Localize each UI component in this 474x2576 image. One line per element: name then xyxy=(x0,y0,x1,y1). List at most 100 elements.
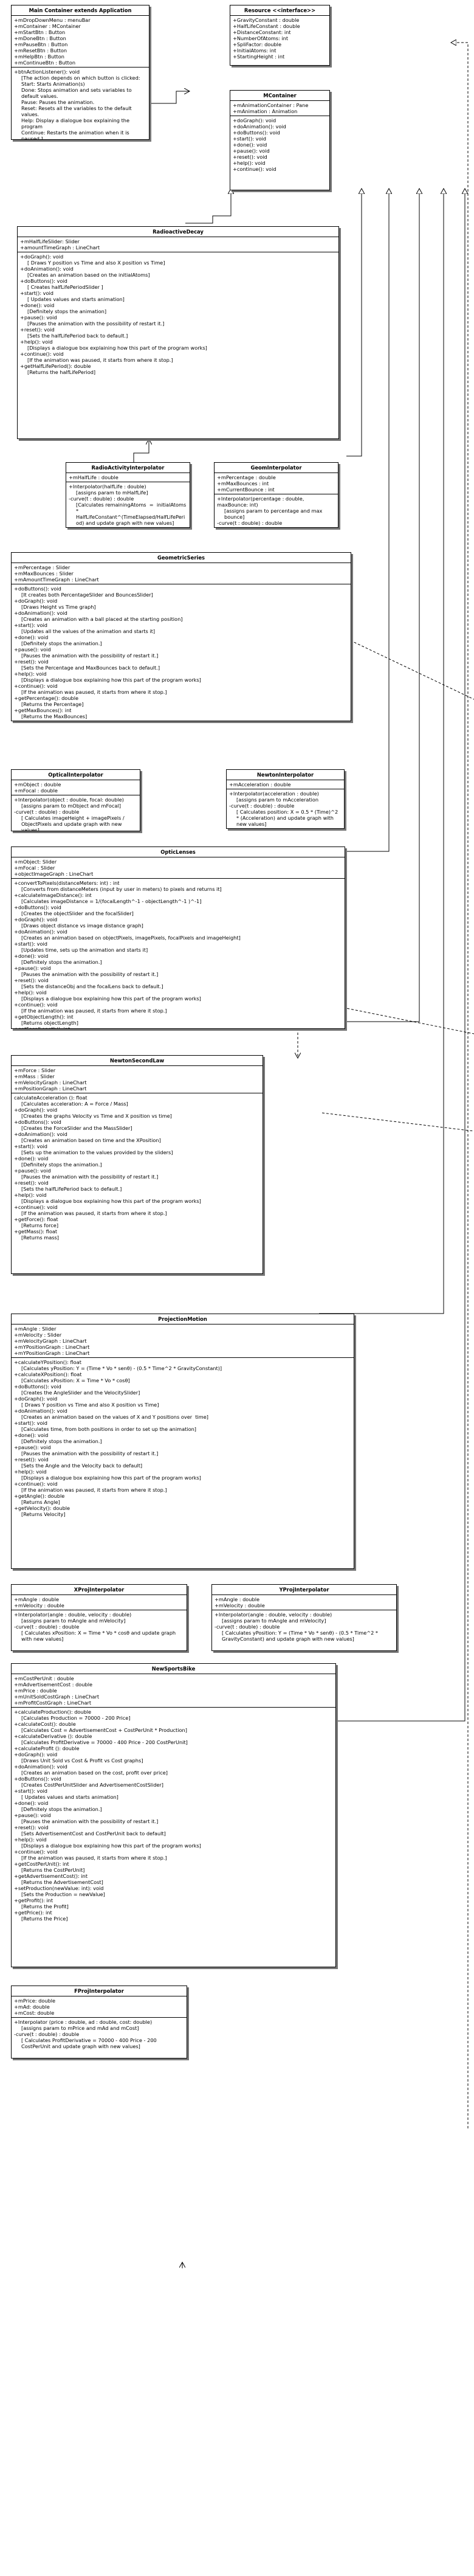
method-line: +calculateProduction(): double xyxy=(14,1709,92,1715)
method-line: +pause(): void xyxy=(14,1444,51,1450)
method-section: +doButtons(): void[It creates both Perce… xyxy=(12,584,351,721)
class-title: FProjInterpolator xyxy=(12,1986,187,1996)
method-line: +getProfit(): int xyxy=(14,1897,53,1903)
method-line: +setProduction(newValue: int): void xyxy=(14,1885,104,1891)
method-description: [Displays a dialogue box explaining how … xyxy=(27,345,207,351)
method-section: +Interpolator(percentage : double, maxBo… xyxy=(215,494,338,527)
attribute-section: +mDropDownMenu : menuBar+mContainer : MC… xyxy=(12,16,149,68)
method-description: [Displays a dialogue box explaining how … xyxy=(21,677,201,683)
attribute-line: +mVelocityGraph : LineChart xyxy=(14,1338,87,1344)
method-description: [Sets the Angle and the Velocity back to… xyxy=(21,1463,143,1469)
attribute-line: +StartingHeight : int xyxy=(233,54,285,60)
method-description: [Pauses the animation with the possibili… xyxy=(21,653,159,659)
attribute-line: +mContinueBtn : Button xyxy=(14,60,76,66)
method-line: +pause(): void xyxy=(14,965,51,971)
attribute-section: +mObject: Slider+mFocal : Slider+objectI… xyxy=(12,857,345,879)
method-description: [Displays a dialogue box explaining how … xyxy=(21,1843,201,1849)
method-line: +continue(): void xyxy=(14,1002,58,1008)
method-line: -curve(t : double) : double xyxy=(215,1624,280,1630)
class-title: YProjInterpolator xyxy=(212,1585,396,1595)
method-line: +Interpolator(angle : double, velocity :… xyxy=(215,1612,332,1618)
method-line: +getForce(): float xyxy=(14,1216,58,1222)
inherit-newton xyxy=(319,189,419,1022)
method-description: [It creates both PercentageSlider and Bo… xyxy=(21,592,153,598)
class-new-sports-bike: NewSportsBike+mCostPerUnit : double+mAdv… xyxy=(11,1663,336,1967)
method-line: +getPrice(): int xyxy=(14,1909,52,1916)
method-description: [Returns force] xyxy=(21,1222,59,1228)
method-section: +doGraph(): void+doAnimation(): void+doB… xyxy=(230,116,329,173)
attribute-line: +mAdvertisementCost : double xyxy=(14,1681,93,1688)
class-optic-lenses: OpticLenses+mObject: Slider+mFocal : Sli… xyxy=(11,847,345,1029)
method-description: [If the animation was paused, it starts … xyxy=(21,689,167,695)
method-section: +calculateProduction(): double[Calculate… xyxy=(12,1708,335,1923)
class-yproj-interpolator: YProjInterpolator+mAngle : double+mVeloc… xyxy=(211,1584,397,1651)
class-geom-interpolator: GeomInterpolator+mPercentage : double+mM… xyxy=(214,462,338,528)
class-title: GeometricSeries xyxy=(12,553,351,563)
attribute-line: +InitialAtoms: int xyxy=(233,47,276,54)
method-description: [Creates CostPerUnitSlider and Advertise… xyxy=(21,1782,163,1788)
class-projection-motion: ProjectionMotion+mAngle : Slider+mVeloci… xyxy=(11,1314,354,1569)
method-description: [Calculates time, from both positions in… xyxy=(21,1426,196,1432)
method-line: +help(): void xyxy=(20,339,53,345)
assoc-radio-interp xyxy=(133,439,149,462)
method-line: -curve(t : double) : double xyxy=(14,1624,80,1630)
method-description: [Updates time, sets up the animation and… xyxy=(21,947,148,953)
method-section: +Interpolator(angle : double, velocity :… xyxy=(12,1610,187,1643)
method-line: +doGraph(): void xyxy=(14,1107,58,1113)
method-line: +help(): void xyxy=(233,160,266,166)
attribute-line: +mCost: double xyxy=(14,2010,55,2016)
method-line: +reset(): void xyxy=(14,1824,49,1830)
method-description: [Calculates imageDistance = 1/(focalLeng… xyxy=(21,898,202,904)
attribute-line: +GravityConstant : double xyxy=(233,17,300,23)
attribute-line: +mMaxBounces : Slider xyxy=(14,570,74,576)
method-line: +continue(): void xyxy=(14,1849,58,1855)
method-description: [Calculates xPosition: X = Time * Vo * c… xyxy=(21,1377,130,1383)
attribute-line: +mVelocity : double xyxy=(14,1602,64,1608)
attribute-line: +mAnimation : Animation xyxy=(233,108,298,114)
attribute-section: +mPercentage : Slider+mMaxBounces : Slid… xyxy=(12,563,351,584)
interface-resource: Resource <<interface>>+GravityConstant :… xyxy=(230,5,330,66)
method-line: +btnActionListener(): void xyxy=(14,69,80,75)
method-description: [assigns param to percentage and max bou… xyxy=(224,508,324,520)
method-line: +calculateProfit (): double xyxy=(14,1745,80,1751)
attribute-line: +mDoneBtn : Button xyxy=(14,35,66,41)
method-line: +calculateImageDistance(): int xyxy=(14,892,92,898)
method-line: +getAdvertisementCost(): int xyxy=(14,1873,88,1879)
method-section: +Interpolator(object : double, focal: do… xyxy=(12,795,140,831)
method-line: +getHalfLifePeriod(): double xyxy=(20,363,91,369)
method-line: +continue(): void xyxy=(14,683,58,689)
method-description: [Sets AdvertisementCost and CostPerUnit … xyxy=(21,1830,166,1837)
attribute-line: +objectImageGraph : LineChart xyxy=(14,871,94,877)
attribute-line: +mYPositionGraph : LineChart xyxy=(14,1350,90,1356)
method-description: Help: Display a dialogue box explaining … xyxy=(21,117,131,130)
class-title: RadioactiveDecay xyxy=(18,227,338,237)
method-description: [Creates the AngleSlider and the Velocit… xyxy=(21,1390,140,1396)
method-line: +doButtons(): void xyxy=(14,1383,61,1390)
method-section: calculateAcceleration (): float[Calculat… xyxy=(12,1093,263,1242)
method-description: [Draws object distance vs image distance… xyxy=(21,923,143,929)
method-description: [assigns param to mAngle and mVelocity] xyxy=(21,1618,126,1624)
attribute-line: +mAngle : Slider xyxy=(14,1326,57,1332)
method-description: [Pauses the animation with the possibili… xyxy=(21,971,159,977)
method-line: +calculateCost(): double xyxy=(14,1721,76,1727)
method-description: [Returns the Percentage] xyxy=(21,701,84,707)
method-description: [Definitely stops the animation] xyxy=(27,308,107,314)
method-line: +start(): void xyxy=(14,622,48,628)
attribute-line: +SpliFactor: double xyxy=(233,41,281,47)
method-description: [Displays a dialogue box explaining how … xyxy=(21,1475,201,1481)
attribute-line: +mMass : Slider xyxy=(14,1073,55,1079)
method-description: [Creates an animation based on the value… xyxy=(21,1414,208,1420)
method-line: +Interpolator(acceleration : double) xyxy=(229,791,319,797)
class-newton-interpolator: NewtonInterpolator+mAcceleration : doubl… xyxy=(226,769,345,829)
method-description: [Returns Angle] xyxy=(21,1499,60,1505)
attribute-line: +mYPositionGraph : LineChart xyxy=(14,1344,90,1350)
method-description: [Sets up the animation to the values pro… xyxy=(21,1149,173,1155)
attribute-line: +mAmountTimeGraph : LineChart xyxy=(14,576,99,583)
method-description: [assigns param to mHalfLife] xyxy=(76,490,148,496)
method-line: +done(): void xyxy=(20,302,55,308)
method-line: +done(): void xyxy=(14,953,49,959)
method-line: +pause(): void xyxy=(233,148,270,154)
attribute-line: +amountTimeGraph : LineChart xyxy=(20,244,100,251)
method-description: [Definitely stops the animation.] xyxy=(21,959,102,965)
method-line: +reset(): void xyxy=(20,327,55,333)
